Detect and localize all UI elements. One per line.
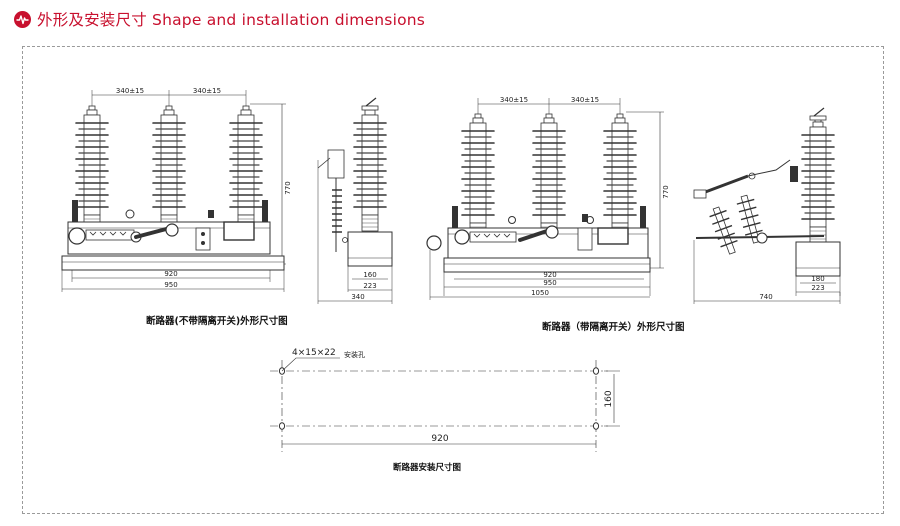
d2-total-width: 1050	[531, 289, 549, 297]
d1-spacing-a: 340±15	[116, 87, 144, 95]
d1-frame-width: 920	[164, 270, 177, 278]
mount-width: 920	[431, 434, 448, 444]
mounting-drawing	[270, 357, 620, 452]
drawing1-side-view	[317, 97, 393, 304]
d2-height: 770	[662, 185, 670, 198]
d2-side-base-a: 180	[811, 275, 824, 283]
d1-side-base-b: 223	[363, 282, 376, 290]
d1-spacing-b: 340±15	[193, 87, 221, 95]
mount-holes-note: 安装孔	[344, 350, 365, 359]
mount-holes-label: 4×15×22	[292, 348, 336, 358]
drawing-frame	[22, 46, 884, 514]
drawing2-caption: 断路器（带隔离开关）外形尺寸图	[542, 322, 685, 333]
d2-side-base-b: 223	[811, 284, 824, 292]
page-title: 外形及安装尺寸 Shape and installation dimension…	[37, 11, 426, 29]
d2-side-depth: 740	[759, 293, 772, 301]
d1-side-depth: 340	[351, 293, 364, 301]
d1-total-width: 950	[164, 281, 177, 289]
drawing1-caption: 断路器(不带隔离开关)外形尺寸图	[146, 316, 288, 327]
page-header: 外形及安装尺寸 Shape and installation dimension…	[14, 8, 425, 30]
d1-height: 770	[284, 181, 292, 194]
drawing2-front-view	[426, 98, 664, 300]
d2-frame-width: 920	[543, 271, 556, 279]
drawing1-front-view	[61, 90, 286, 292]
mount-height: 160	[604, 390, 614, 407]
d2-width-950: 950	[543, 279, 556, 287]
d1-side-base-a: 160	[363, 271, 376, 279]
d2-spacing-b: 340±15	[571, 96, 599, 104]
drawing2-side-view	[693, 107, 841, 304]
pulse-logo-icon	[14, 10, 31, 28]
mounting-caption: 断路器安装尺寸图	[393, 463, 462, 473]
d2-spacing-a: 340±15	[500, 96, 528, 104]
